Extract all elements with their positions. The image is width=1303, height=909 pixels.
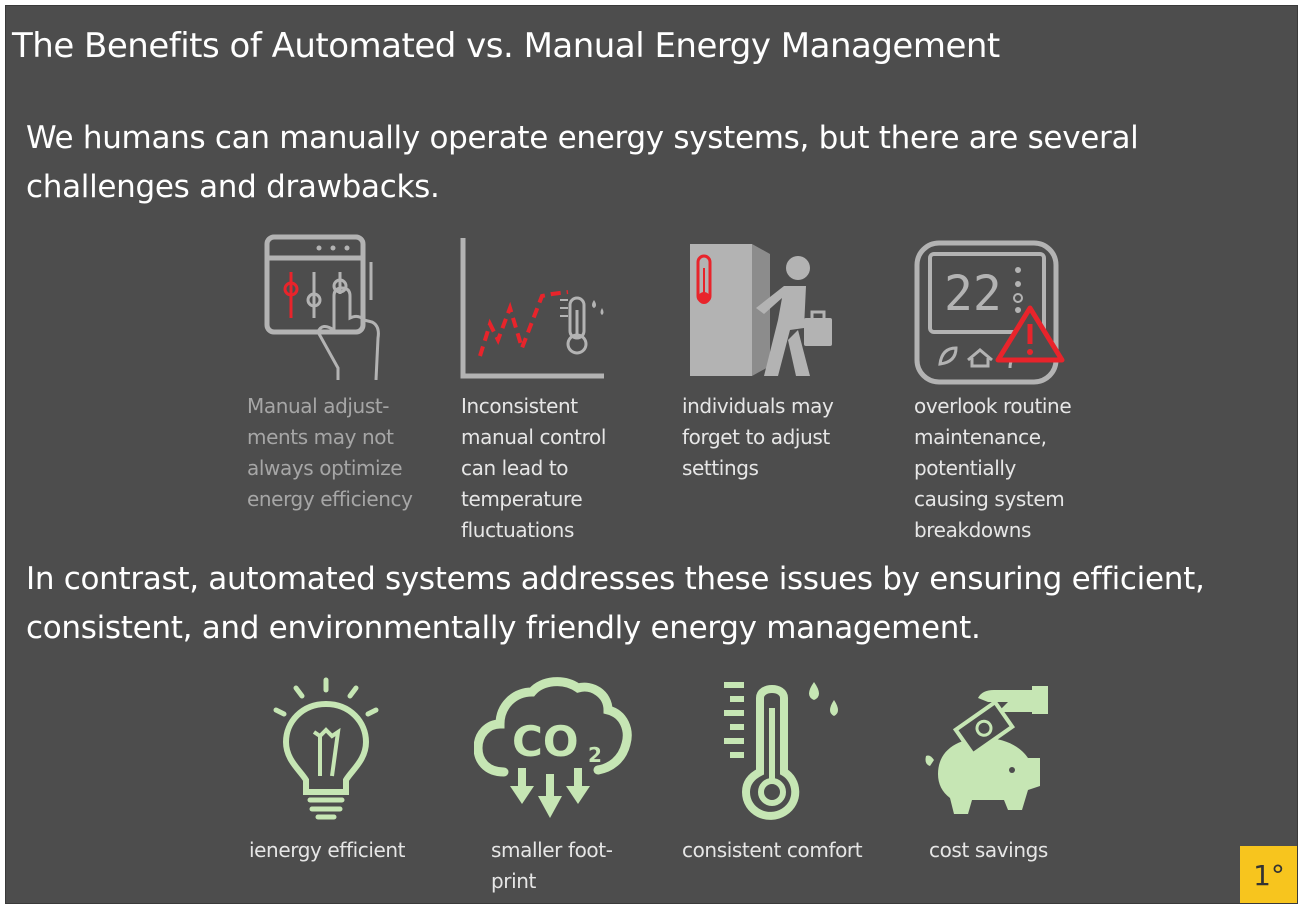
benefit-caption-4: cost savings [929, 838, 1048, 862]
challenge-caption-3: individuals may forget to adjust setting… [682, 394, 834, 480]
co2-subscript: 2 [588, 743, 602, 767]
contrast-paragraph: In contrast, automated systems addresses… [26, 561, 1205, 646]
intro-paragraph: We humans can manually operate energy sy… [26, 120, 1139, 205]
lightbulb-icon [270, 676, 382, 820]
thermostat-warning-icon: 22 [914, 240, 1066, 386]
co2-label: CO [512, 717, 579, 766]
slide: The Benefits of Automated vs. Manual Ene… [5, 5, 1298, 904]
challenge-caption-2: Inconsistent manual control can lead to … [461, 394, 606, 542]
challenge-caption-1: Manual adjust- ments may not always opti… [247, 394, 413, 511]
manual-control-hand-icon [264, 234, 384, 380]
slide-title: The Benefits of Automated vs. Manual Ene… [12, 26, 1000, 66]
thermostat-readout: 22 [944, 266, 1002, 322]
slide-number-badge: 1° [1240, 846, 1297, 903]
benefit-caption-3: consistent comfort [682, 838, 863, 862]
thermometer-icon [720, 678, 850, 822]
benefit-caption-1: ienergy efficient [249, 838, 406, 862]
person-leaving-door-icon [686, 240, 836, 380]
fluctuating-temperature-chart-icon [456, 236, 608, 382]
challenge-caption-4: overlook routine maintenance, potentiall… [914, 394, 1072, 542]
benefit-caption-2: smaller foot- print [491, 838, 613, 893]
co2-cloud-icon: CO 2 [474, 676, 632, 822]
piggy-bank-icon [924, 678, 1050, 824]
